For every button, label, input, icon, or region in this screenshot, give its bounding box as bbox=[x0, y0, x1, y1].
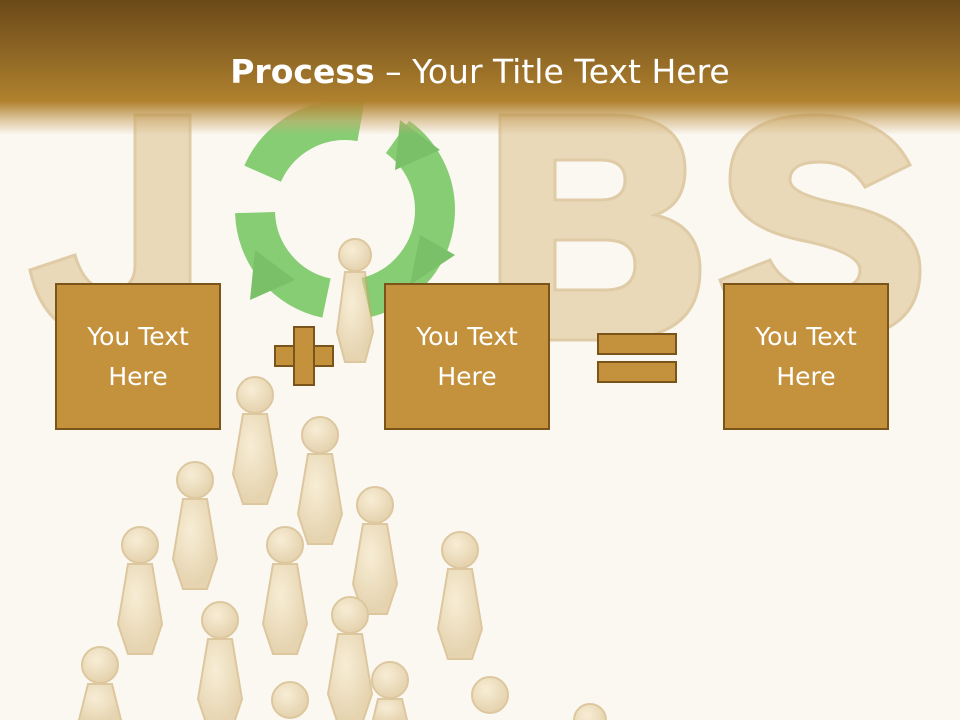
slide-title: Process – Your Title Text Here bbox=[0, 52, 960, 91]
gold-figures-art bbox=[77, 238, 607, 720]
text-box-1-label: You Text Here bbox=[87, 321, 189, 391]
title-bar bbox=[0, 0, 960, 135]
text-box-2-label: You Text Here bbox=[416, 321, 518, 391]
title-bold: Process bbox=[230, 52, 375, 91]
text-box-1[interactable]: You Text Here bbox=[55, 283, 221, 430]
equals-top-bar bbox=[597, 333, 677, 355]
text-box-3-label: You Text Here bbox=[755, 321, 857, 391]
title-rest: – Your Title Text Here bbox=[374, 52, 730, 91]
plus-center bbox=[295, 347, 313, 365]
text-box-2[interactable]: You Text Here bbox=[384, 283, 550, 430]
text-box-3[interactable]: You Text Here bbox=[723, 283, 889, 430]
equals-bottom-bar bbox=[597, 361, 677, 383]
